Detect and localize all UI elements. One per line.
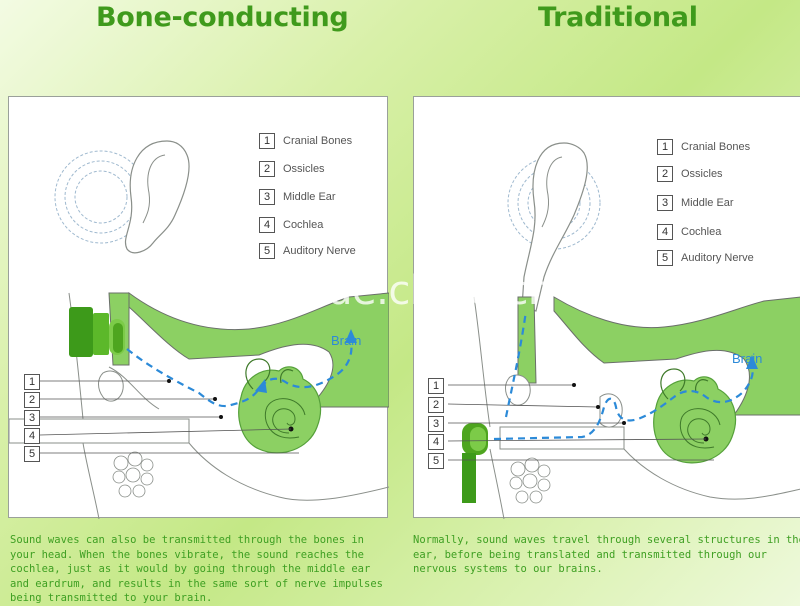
callout-number: 3 [24,410,40,426]
cochlea-shape [654,377,736,463]
legend-item: 2 Ossicles [259,161,325,177]
callout-number: 2 [428,397,444,413]
legend-item: 5 Auditory Nerve [657,250,754,266]
caption-traditional: Normally, sound waves travel through sev… [413,533,800,577]
legend-item: 4 Cochlea [657,224,721,240]
legend-item: 1 Cranial Bones [259,133,352,149]
callout-number: 1 [24,374,40,390]
title-traditional: Traditional [538,2,698,33]
legend-number: 5 [259,243,275,259]
legend-label: Cochlea [681,226,721,238]
legend-number: 3 [657,195,673,211]
legend-item: 3 Middle Ear [259,189,336,205]
legend-item: 4 Cochlea [259,217,323,233]
legend-number: 2 [657,166,673,182]
legend-label: Cranial Bones [283,135,352,147]
brain-label: Brain [331,333,361,348]
title-bone-conducting: Bone-conducting [96,2,348,33]
legend-label: Cranial Bones [681,141,750,153]
legend-label: Auditory Nerve [681,252,754,264]
callout-number: 3 [428,416,444,432]
callout-number: 4 [24,428,40,444]
caption-bone-conducting: Sound waves can also be transmitted thro… [10,533,383,606]
mastoid-cells [113,452,153,497]
callout-number: 5 [24,446,40,462]
callout-number: 1 [428,378,444,394]
callout-number: 5 [428,453,444,469]
brain-label: Brain [732,351,762,366]
watermark-text: trade.china.cn [272,268,553,314]
legend-number: 4 [259,217,275,233]
callout-number: 2 [24,392,40,408]
legend-label: Ossicles [283,163,325,175]
legend-label: Ossicles [681,168,723,180]
legend-item: 1 Cranial Bones [657,139,750,155]
legend-item: 5 Auditory Nerve [259,243,356,259]
legend-label: Cochlea [283,219,323,231]
legend-label: Middle Ear [283,191,336,203]
legend-label: Middle Ear [681,197,734,209]
legend-number: 4 [657,224,673,240]
mastoid-cells [510,458,550,503]
legend-label: Auditory Nerve [283,245,356,257]
legend-item: 2 Ossicles [657,166,723,182]
callout-number: 4 [428,434,444,450]
legend-number: 1 [259,133,275,149]
legend-number: 2 [259,161,275,177]
legend-number: 1 [657,139,673,155]
cochlea-shape [239,367,321,453]
earphone-icon [462,423,488,503]
legend-number: 5 [657,250,673,266]
legend-number: 3 [259,189,275,205]
legend-item: 3 Middle Ear [657,195,734,211]
